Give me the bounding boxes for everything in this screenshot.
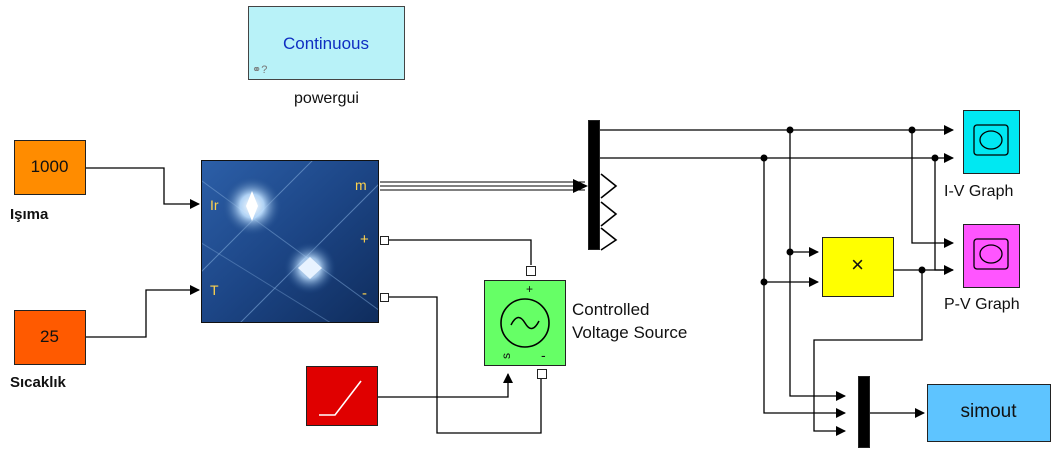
temperature-label: Sıcaklık (10, 374, 66, 391)
voltage-source-label-line1: Controlled (572, 300, 650, 319)
iv-graph-scope[interactable] (963, 110, 1020, 174)
irradiance-constant-block[interactable]: 1000 (14, 140, 86, 195)
simout-text: simout (960, 401, 1017, 422)
solar-cell-image (202, 161, 378, 322)
powergui-label: powergui (294, 90, 359, 107)
voltage-source-block[interactable]: + s - (484, 280, 566, 366)
vs-plus-connector[interactable] (526, 266, 536, 276)
pv-array-block[interactable]: Ir T m + - (201, 160, 379, 323)
vs-minus-connector[interactable] (537, 369, 547, 379)
pv-graph-scope[interactable] (963, 224, 1020, 288)
pv-graph-label: P-V Graph (944, 296, 1020, 313)
demux-port-arrows (600, 173, 618, 251)
scope-icon (973, 238, 1009, 270)
wire-plus (388, 239, 532, 265)
temperature-value: 25 (40, 327, 59, 346)
scope-icon (973, 124, 1009, 156)
pv-port-m: m (355, 177, 367, 193)
powergui-mode-text: Continuous (282, 34, 369, 53)
pv-port-t: T (210, 282, 219, 298)
vs-port-minus: - (541, 347, 546, 363)
irradiance-value: 1000 (30, 157, 69, 176)
iv-graph-label: I-V Graph (944, 183, 1014, 200)
voltage-source-label-line2: Voltage Source (572, 323, 688, 342)
irradiance-label: Işıma (10, 206, 49, 223)
product-block[interactable]: × (822, 237, 894, 297)
vs-port-plus: + (526, 282, 534, 296)
pv-port-plus: + (360, 231, 369, 248)
wire-irradiance (86, 167, 200, 209)
ac-source-icon (500, 298, 550, 348)
ramp-icon (319, 380, 362, 416)
demux-block[interactable] (588, 120, 600, 250)
ramp-block[interactable] (306, 366, 378, 426)
temperature-constant-block[interactable]: 25 (14, 310, 86, 365)
wire-ramp (378, 373, 513, 398)
pv-minus-connector[interactable] (380, 293, 389, 302)
pv-plus-connector[interactable] (380, 236, 389, 245)
product-symbol: × (851, 252, 864, 277)
vs-port-s: s (499, 353, 513, 359)
pv-port-ir: Ir (210, 197, 219, 213)
powergui-block[interactable]: Continuous ⚭? (248, 6, 405, 80)
wire-minus (388, 296, 542, 434)
link-icon: ⚭? (252, 64, 268, 76)
simout-block[interactable]: simout (927, 384, 1051, 442)
pv-port-minus: - (362, 285, 367, 302)
mux-block[interactable] (858, 376, 870, 448)
wire-temperature (86, 285, 200, 338)
